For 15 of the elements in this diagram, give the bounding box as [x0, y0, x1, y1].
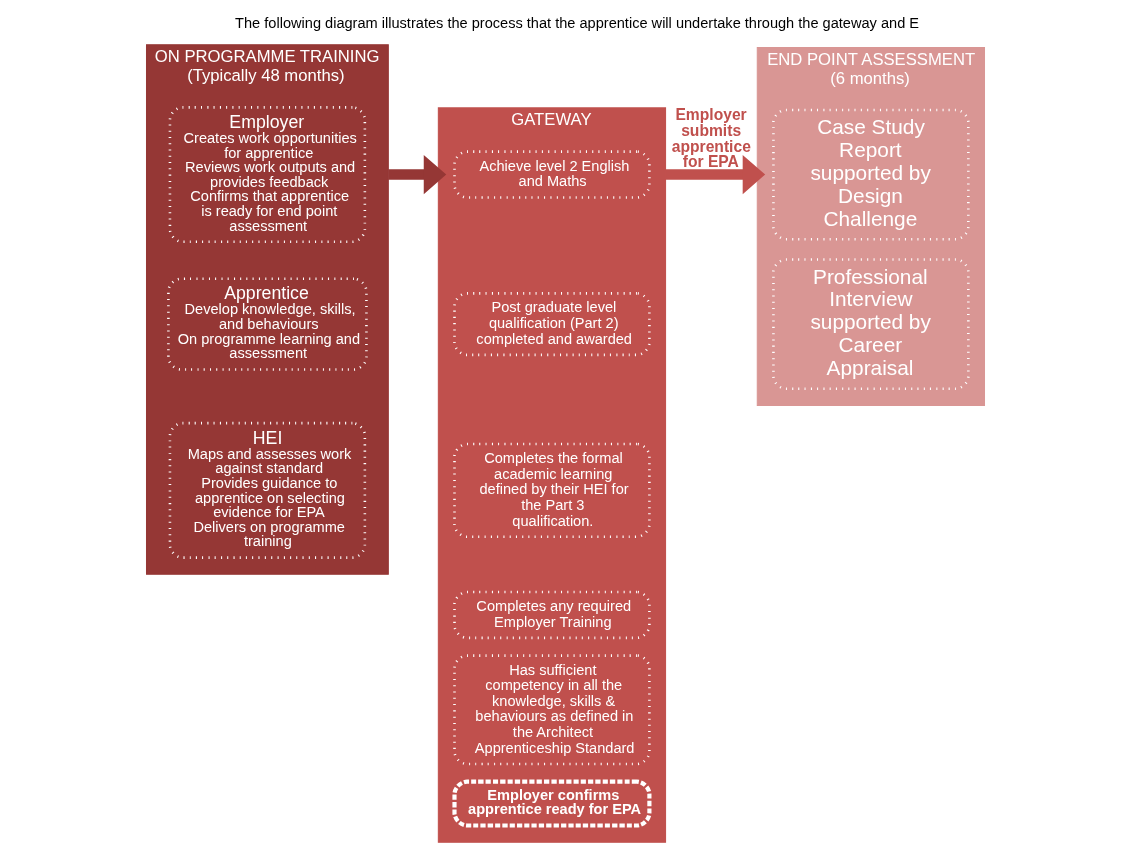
node-box: Completes any required Employer Training	[453, 590, 651, 640]
node-box: Apprentice Develop knowledge, skills, and behaviours On programme learning and assessment	[167, 277, 368, 371]
diagram-title: The following diagram illustrates the process that the apprentice will undertake through the gateway and E	[235, 15, 920, 32]
node-box: Case Study Report supported by Design Challenge	[772, 108, 970, 241]
node-box: HEI Maps and assesses work against standard Provides guidance to apprentice on selecting evidence for EPA Delivers on programme training	[168, 421, 367, 559]
node-box: Post graduate level qualification (Part 2) completed and awarded	[453, 292, 651, 357]
node-box: Completes the formal academic learning defined by their HEI for the Part 3 qualification.	[453, 442, 651, 539]
node-box: Employer confirms apprentice ready for EPA	[452, 779, 652, 828]
node-box: Professional Interview supported by Career Appraisal	[772, 258, 970, 391]
arrow	[388, 154, 447, 195]
arrow	[665, 154, 766, 195]
edge-label: Employer submits apprentice for EPA	[671, 106, 751, 171]
node-box: Employer Creates work opportunities for apprentice Reviews work outputs and provides feedback Confirms that apprentice is ready for end point assessment	[168, 106, 367, 244]
node-box: Has sufficient competency in all the knowledge, skills & behaviours as defined in the Architect Apprenticeship Standard	[453, 654, 651, 766]
node-box: Achieve level 2 English and Maths	[453, 150, 651, 199]
